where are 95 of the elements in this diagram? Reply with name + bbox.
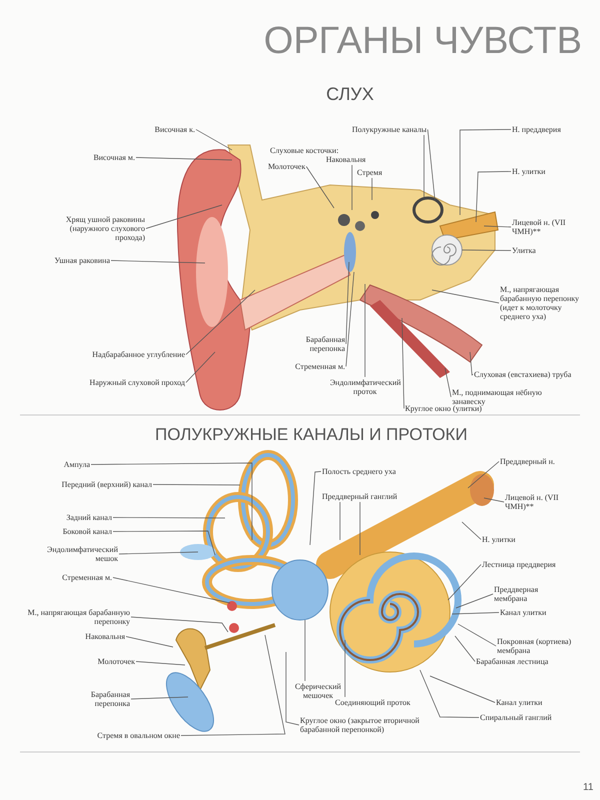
leader-line	[484, 498, 504, 502]
leader-line	[456, 594, 494, 608]
part-label: Наковальня	[85, 632, 125, 641]
part-label: Полукружные каналы	[352, 125, 427, 134]
leader-line	[130, 616, 228, 632]
leader-line	[344, 640, 346, 698]
part-label: Канал улитки	[496, 698, 542, 707]
part-label: Эндолимфатический мешок	[43, 545, 118, 563]
leader-line	[186, 290, 256, 355]
leader-line	[306, 166, 334, 208]
part-label: Канал улитки	[500, 608, 546, 617]
leader-line	[90, 462, 252, 540]
part-label: М., поднимающая нёбную занавеску	[452, 388, 547, 406]
leader-line	[402, 318, 404, 409]
group-label: Слуховые косточки:	[270, 146, 339, 155]
part-label: Барабанная перепонка	[60, 690, 130, 708]
part-label: Наковальня	[326, 155, 366, 164]
leader-line	[112, 517, 226, 518]
part-label: Боковой канал	[62, 527, 112, 536]
part-label: Спиральный ганглий	[480, 713, 552, 722]
section-heading: ПОЛУКРУЖНЫЕ КАНАЛЫ И ПРОТОКИ	[155, 425, 468, 445]
leader-line	[110, 260, 206, 264]
part-label: Н. преддверия	[512, 125, 561, 134]
part-label: Преддверная мембрана	[494, 585, 564, 603]
part-label: Лицевой н. (VII ЧМН)**	[505, 493, 575, 511]
part-label: Молоточек	[268, 162, 306, 171]
part-label: Лестница преддверия	[482, 560, 556, 569]
section-heading: СЛУХ	[326, 84, 374, 105]
leader-line	[136, 661, 186, 666]
leader-line	[130, 696, 188, 700]
part-label: Задний канал	[66, 513, 112, 522]
leader-line	[364, 284, 366, 378]
part-label: Височная к.	[154, 125, 195, 134]
leader-line	[468, 461, 500, 488]
leader-line	[462, 522, 482, 540]
leader-line	[448, 564, 482, 600]
page-number: 11	[583, 782, 594, 793]
leader-line	[454, 636, 476, 662]
part-label: Надбарабанное углубление	[92, 350, 185, 359]
part-label: Н. улитки	[482, 535, 516, 544]
leader-line	[152, 484, 240, 486]
part-label: Круглое окно (улитки)	[405, 404, 482, 413]
leader-line	[346, 272, 354, 367]
part-label: Лицевой н. (VII ЧМН)**	[512, 218, 582, 236]
part-label: М., напрягающая барабанную перепонку	[25, 608, 130, 626]
part-label: Соединяющий проток	[335, 698, 410, 707]
part-label: Слуховая (евстахиева) труба	[474, 370, 572, 379]
leader-line	[452, 612, 500, 614]
leader-line	[427, 129, 436, 202]
leader-line	[420, 670, 480, 718]
leader-line	[430, 676, 496, 703]
leader-line	[346, 262, 350, 344]
part-label: Сферический мешочек	[293, 682, 343, 700]
leader-line	[146, 204, 222, 229]
part-label: Улитка	[512, 246, 536, 255]
leader-line	[484, 226, 512, 228]
part-label: Круглое окно (закрытое вторичной барабанной перепонкой)	[300, 716, 430, 734]
part-label: Преддверный ганглий	[322, 492, 398, 501]
part-label: Стремя в овальном окне	[97, 731, 180, 740]
leader-line	[286, 652, 300, 726]
part-label: Наружный слуховой проход	[90, 378, 185, 387]
leader-line	[458, 624, 496, 646]
part-label: Полость среднего уха	[322, 467, 396, 476]
part-label: Стремя	[357, 168, 382, 177]
leader-line	[304, 620, 306, 682]
leader-line	[460, 129, 512, 216]
leader-line	[180, 634, 286, 736]
part-label: Ушная раковина	[54, 256, 110, 265]
leader-line	[462, 250, 512, 251]
leader-line	[196, 129, 232, 150]
part-label: Эндолимфатический проток	[330, 378, 400, 396]
leader-line	[476, 171, 512, 222]
part-label: Хрящ ушной раковины (наружного слухового прохода)	[45, 215, 145, 242]
part-label: Стременная м.	[62, 573, 112, 582]
leader-line	[118, 552, 198, 554]
part-label: Височная м.	[93, 153, 135, 162]
part-label: Стременная м.	[295, 362, 345, 371]
leader-line	[432, 290, 500, 304]
page-title: ОРГАНЫ ЧУВСТВ	[264, 20, 582, 63]
part-label: Барабанная лестница	[476, 657, 548, 666]
leader-line	[470, 352, 474, 376]
leader-line	[112, 530, 216, 556]
part-label: Молоточек	[98, 657, 135, 666]
part-label: Н. улитки	[512, 167, 546, 176]
leader-line	[444, 368, 452, 398]
part-label: Барабанная перепонка	[285, 335, 345, 353]
leader-line	[112, 577, 230, 604]
leader-line	[136, 157, 232, 160]
part-label: М., напрягающая барабанную перепонку (идет к молоточку среднего уха)	[500, 285, 588, 321]
part-label: Покровная (кортиева) мембрана	[497, 637, 592, 655]
leader-line	[126, 636, 174, 648]
part-label: Ампула	[64, 460, 90, 469]
part-label: Передний (верхний) канал	[62, 480, 152, 489]
part-label: Преддверный н.	[500, 457, 555, 466]
leader-line	[310, 471, 322, 546]
